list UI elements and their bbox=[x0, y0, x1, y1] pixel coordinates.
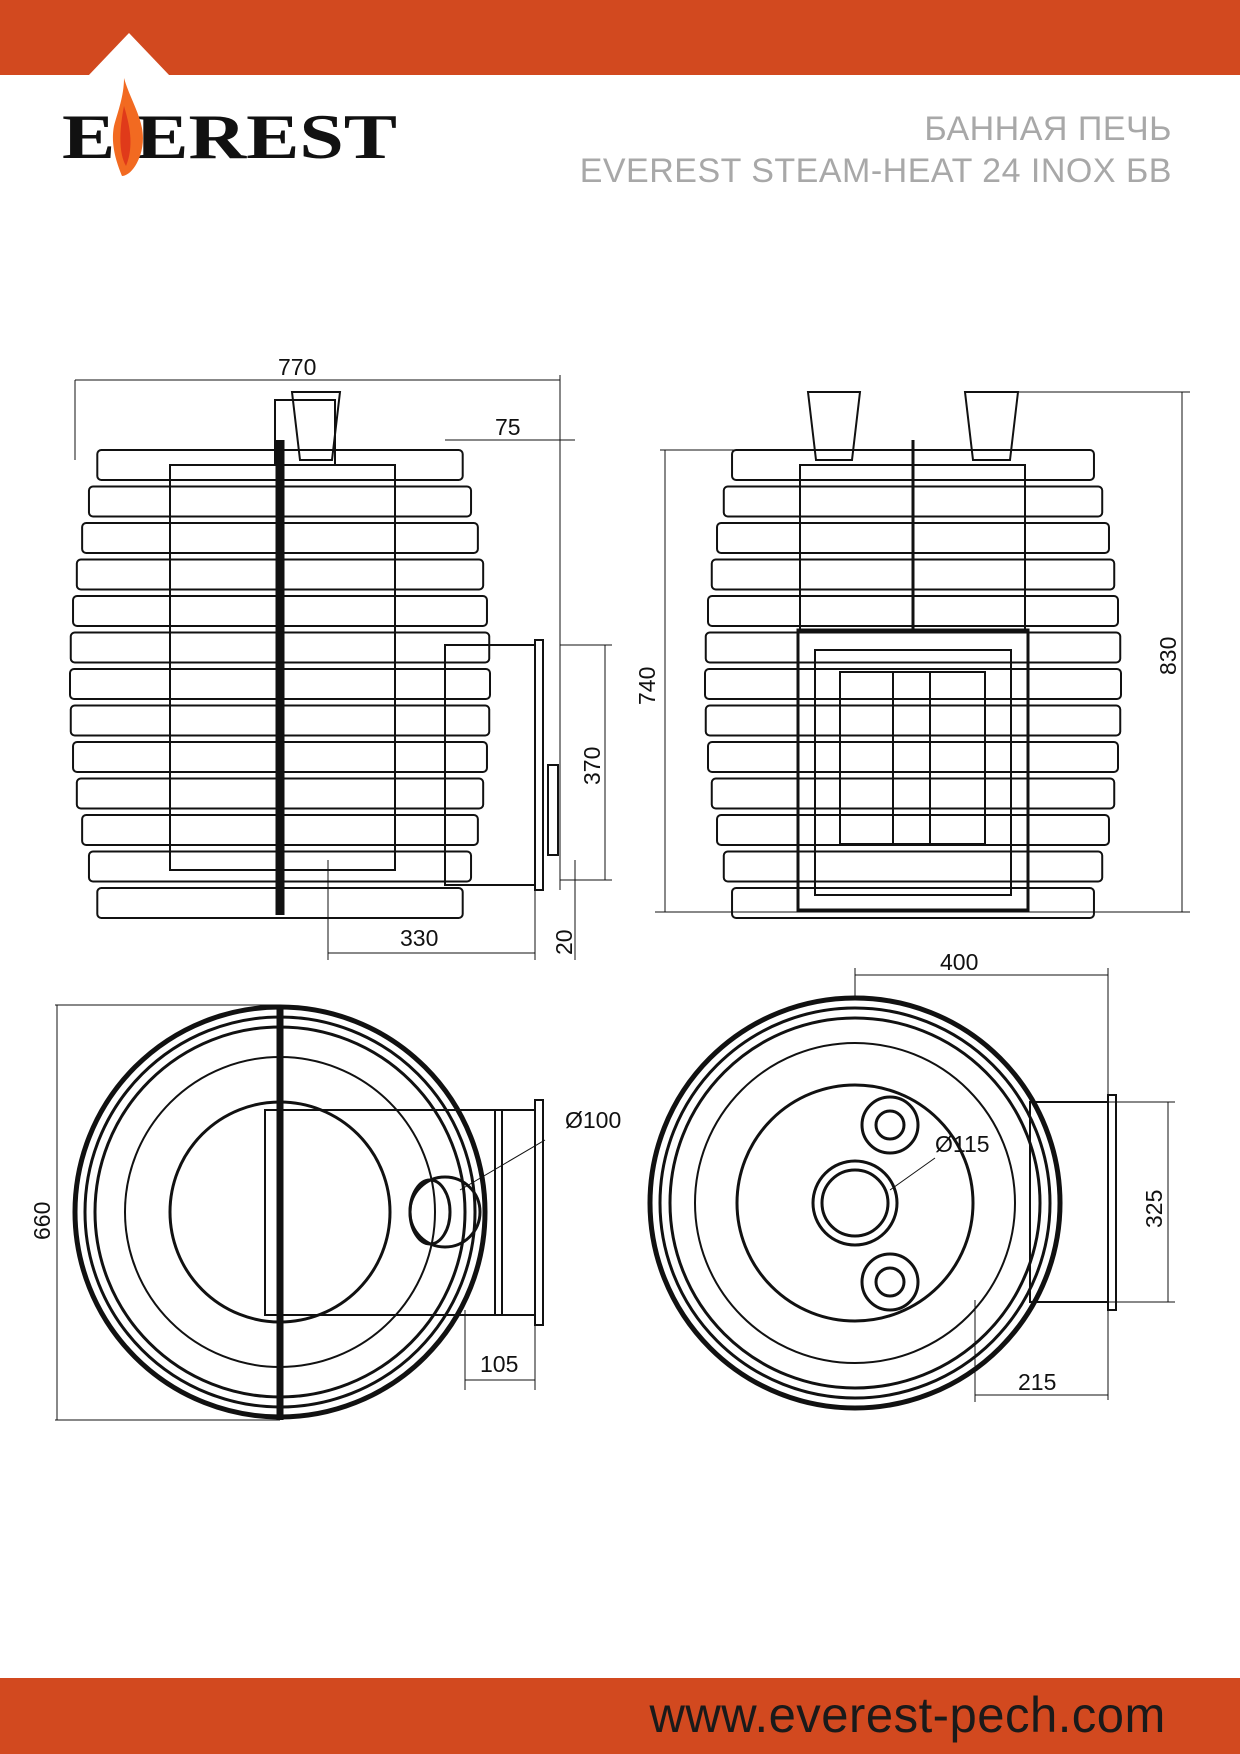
barrel-rib bbox=[710, 777, 1116, 810]
dim-400: 400 bbox=[940, 949, 978, 975]
dim-20: 20 bbox=[551, 929, 577, 955]
barrel-rib bbox=[716, 814, 1110, 846]
dim-d100: Ø100 bbox=[565, 1107, 621, 1133]
barrel-rib bbox=[707, 741, 1119, 773]
barrel-rib bbox=[731, 887, 1095, 919]
top-view-right: 400 Ø115 325 215 bbox=[647, 949, 1175, 1411]
dim-770: 770 bbox=[278, 354, 316, 380]
dim-105: 105 bbox=[480, 1351, 518, 1377]
dim-d115: Ø115 bbox=[935, 1131, 990, 1157]
barrel-rib bbox=[722, 850, 1104, 883]
everest-logo: E EREST bbox=[62, 78, 397, 176]
dim-325: 325 bbox=[1141, 1190, 1167, 1228]
dim-330: 330 bbox=[400, 925, 438, 951]
barrel-rib bbox=[704, 704, 1122, 737]
barrel-rib bbox=[704, 631, 1122, 664]
dim-740: 740 bbox=[634, 667, 660, 705]
header-notch bbox=[88, 33, 170, 76]
barrel-rib bbox=[704, 668, 1122, 700]
dim-370: 370 bbox=[579, 747, 605, 785]
product-title: БАННАЯ ПЕЧЬ EVEREST STEAM-HEAT 24 INOX Б… bbox=[580, 108, 1172, 192]
dim-660: 660 bbox=[29, 1202, 55, 1240]
front-view: 770 75 370 330 20 bbox=[69, 354, 612, 960]
title-line-1: БАННАЯ ПЕЧЬ bbox=[924, 110, 1172, 148]
dim-75: 75 bbox=[495, 414, 521, 440]
dim-215: 215 bbox=[1018, 1369, 1056, 1395]
title-line-2: EVEREST STEAM-HEAT 24 INOX БВ bbox=[579, 152, 1172, 190]
header-band bbox=[0, 0, 1240, 75]
dim-830: 830 bbox=[1155, 637, 1181, 675]
side-view: 740 830 bbox=[634, 391, 1190, 919]
footer-band bbox=[0, 1678, 1240, 1754]
website-link[interactable]: www.everest-pech.com bbox=[649, 1687, 1166, 1743]
top-view-left: 660 Ø100 105 bbox=[29, 1004, 621, 1421]
